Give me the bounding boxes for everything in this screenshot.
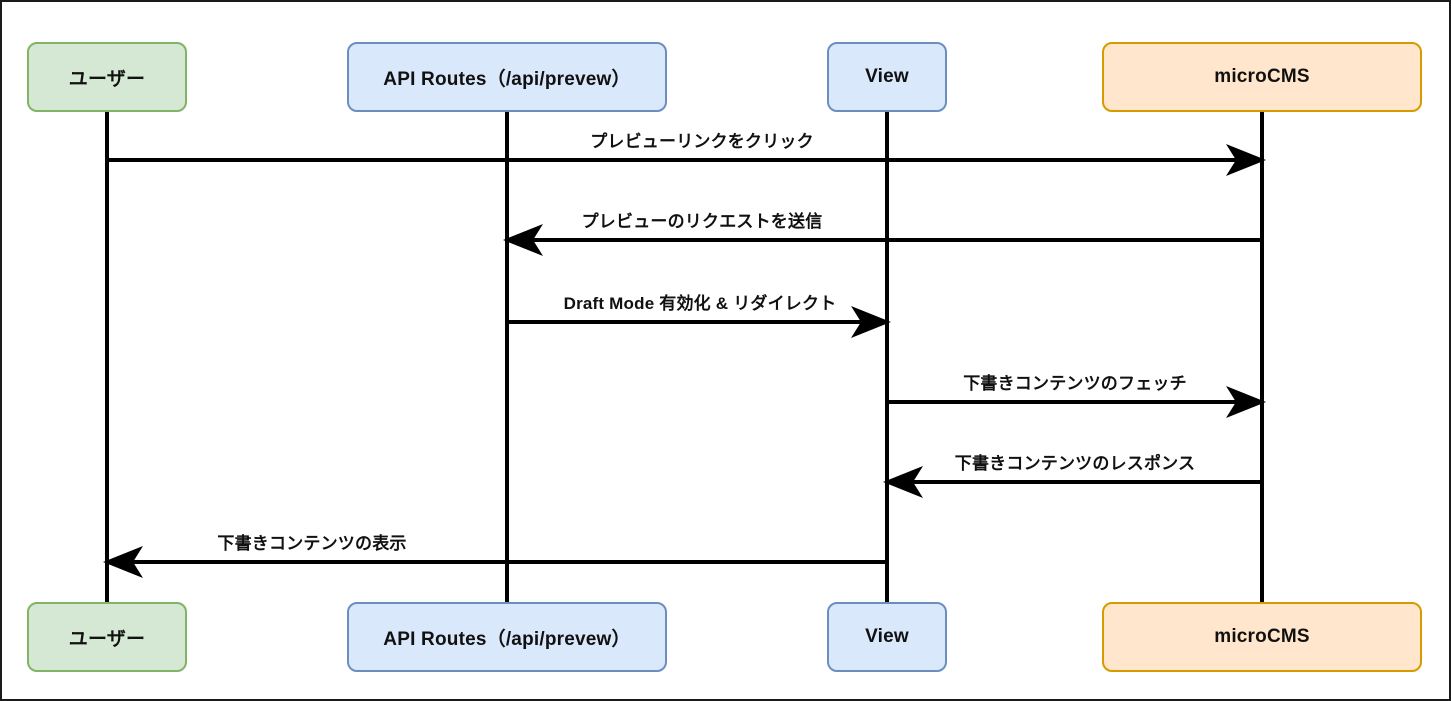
participant-box-microcms-footer[interactable]: microCMS [1102, 602, 1422, 672]
message-label-4: 下書きコンテンツのフェッチ [963, 374, 1187, 393]
lifelines-group [105, 112, 1264, 602]
participant-label-api-routes: API Routes（/api/prevew） [383, 628, 631, 650]
participant-label-user: ユーザー [68, 68, 146, 90]
participant-box-view-header[interactable]: View [827, 42, 947, 112]
participant-box-user-header[interactable]: ユーザー [27, 42, 187, 112]
participant-box-api-routes-header[interactable]: API Routes（/api/prevew） [347, 42, 667, 112]
participant-label-microcms: microCMS [1214, 626, 1310, 647]
participant-label-microcms: microCMS [1214, 66, 1310, 87]
message-label-1: プレビューリンクをクリック [590, 132, 814, 151]
message-label-2: プレビューのリクエストを送信 [581, 212, 823, 231]
message-label-5: 下書きコンテンツのレスポンス [954, 454, 1196, 473]
message-arrows-group [103, 144, 1266, 578]
participant-box-microcms-header[interactable]: microCMS [1102, 42, 1422, 112]
participant-label-api-routes: API Routes（/api/prevew） [383, 68, 631, 90]
message-label-6: 下書きコンテンツの表示 [217, 534, 407, 553]
participant-box-user-footer[interactable]: ユーザー [27, 602, 187, 672]
participant-box-api-routes-footer[interactable]: API Routes（/api/prevew） [347, 602, 667, 672]
participant-label-view: View [865, 626, 909, 647]
participant-box-view-footer[interactable]: View [827, 602, 947, 672]
participant-label-view: View [865, 66, 909, 87]
participant-label-user: ユーザー [68, 628, 146, 650]
message-label-3: Draft Mode 有効化 & リダイレクト [563, 294, 837, 313]
